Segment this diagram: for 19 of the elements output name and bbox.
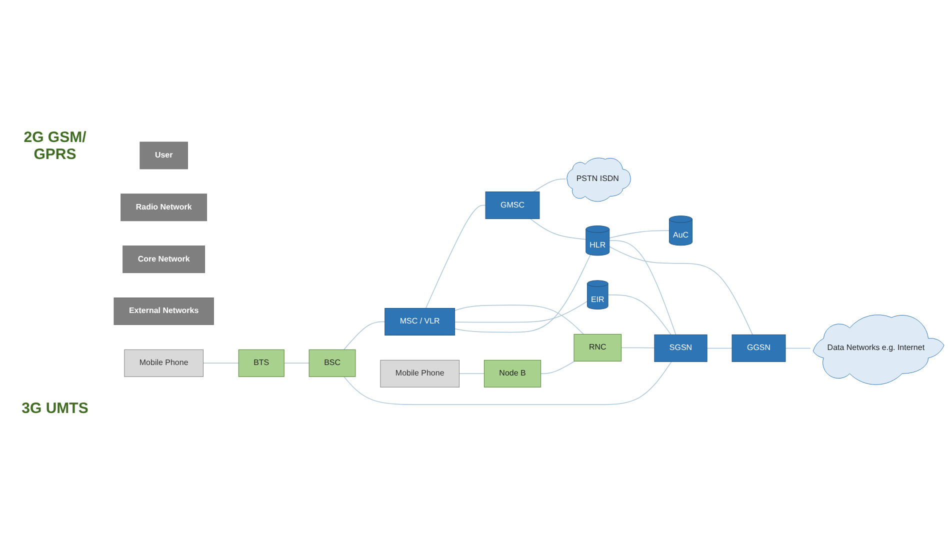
connector — [344, 321, 386, 350]
connector — [609, 230, 670, 238]
connector — [344, 360, 672, 405]
connector — [608, 294, 672, 335]
connector — [425, 204, 486, 308]
connector — [609, 240, 676, 335]
connector — [540, 360, 575, 374]
connector — [284, 362, 310, 364]
connector — [202, 362, 239, 364]
connector — [609, 246, 753, 335]
row-label: 2G GSM/ GPRS — [22, 128, 88, 163]
connector — [530, 218, 586, 240]
connector — [533, 178, 566, 192]
connector — [620, 347, 655, 348]
connector — [454, 304, 584, 334]
connector — [454, 254, 591, 332]
connector — [458, 372, 485, 374]
connector — [454, 300, 588, 322]
row-label: 3G UMTS — [20, 400, 90, 418]
